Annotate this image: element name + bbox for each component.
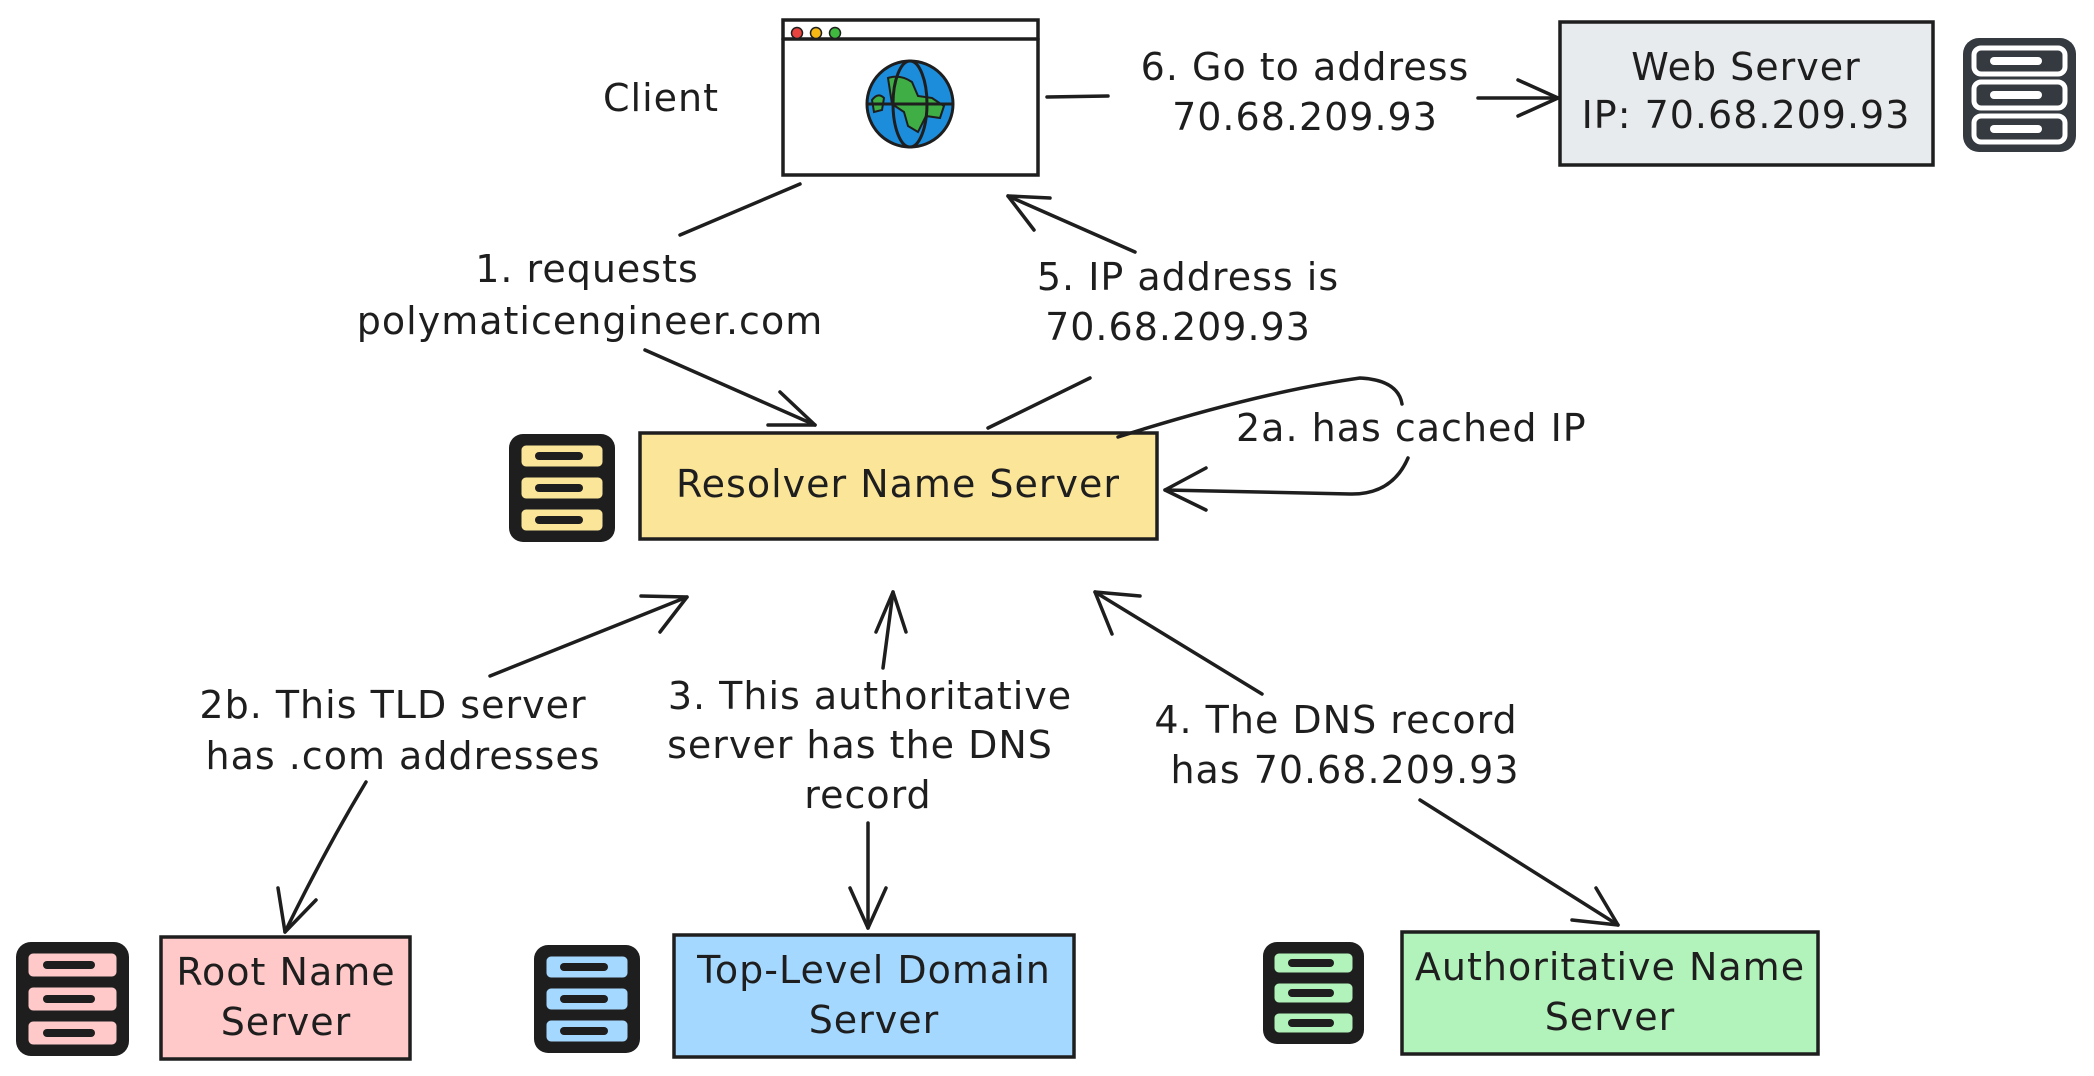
arrow-step-1 [643, 182, 817, 427]
web-server-title: Web Server [1631, 45, 1861, 89]
step-3-label-line1: 3. This authoritative [668, 674, 1072, 718]
authoritative-name-server-line2: Server [1545, 995, 1676, 1039]
step-4-label-line1: 4. The DNS record [1154, 698, 1517, 742]
arrow-step-2a [1116, 376, 1410, 512]
authoritative-name-server-line1: Authoritative Name [1415, 945, 1805, 989]
step-4-label-line2: has 70.68.209.93 [1170, 748, 1519, 792]
step-6-label-line1: 6. Go to address [1141, 45, 1470, 89]
tld-server-line2: Server [809, 998, 940, 1042]
step-2a-label: 2a. has cached IP [1236, 406, 1587, 450]
tld-server-line1: Top-Level Domain [696, 948, 1051, 992]
resolver-name-server-label: Resolver Name Server [676, 462, 1120, 506]
arrow-step-4 [1093, 590, 1620, 927]
step-3-label-line3: record [804, 773, 931, 817]
arrow-step-6 [1045, 78, 1560, 118]
web-server-box [1558, 20, 1935, 167]
arrow-step-3 [848, 590, 908, 930]
step-2b-label-line1: 2b. This TLD server [199, 683, 586, 727]
client-label: Client [603, 76, 719, 120]
window-dot-green [828, 26, 842, 40]
window-dot-yellow [809, 26, 823, 40]
globe-icon [865, 59, 955, 149]
window-dot-red [790, 26, 804, 40]
step-3-label-line2: server has the DNS [667, 723, 1053, 767]
root-name-server-box [159, 935, 412, 1061]
step-1-label-line2: polymaticengineer.com [357, 299, 823, 343]
web-server-ip: IP: 70.68.209.93 [1582, 93, 1911, 137]
root-name-server-line1: Root Name [176, 950, 395, 994]
browser-globe-icon [781, 18, 1040, 177]
step-1-label-line1: 1. requests [475, 247, 699, 291]
resolver-name-server-box [638, 431, 1159, 541]
tld-server-box [672, 933, 1076, 1059]
step-2b-label-line2: has .com addresses [205, 734, 600, 778]
step-6-label-line2: 70.68.209.93 [1172, 95, 1438, 139]
root-name-server-line2: Server [221, 1000, 352, 1044]
root-server-rack-icon [16, 942, 129, 1056]
step-5-label-line1: 5. IP address is [1037, 255, 1339, 299]
authoritative-name-server-box [1400, 930, 1820, 1056]
tld-server-rack-icon [534, 945, 640, 1053]
arrow-step-2b [276, 594, 689, 934]
web-server-rack-icon [1963, 38, 2076, 152]
authoritative-server-rack-icon [1263, 942, 1364, 1044]
resolver-server-rack-icon [509, 434, 615, 542]
arrow-step-5 [986, 194, 1137, 430]
step-5-label-line2: 70.68.209.93 [1045, 305, 1311, 349]
